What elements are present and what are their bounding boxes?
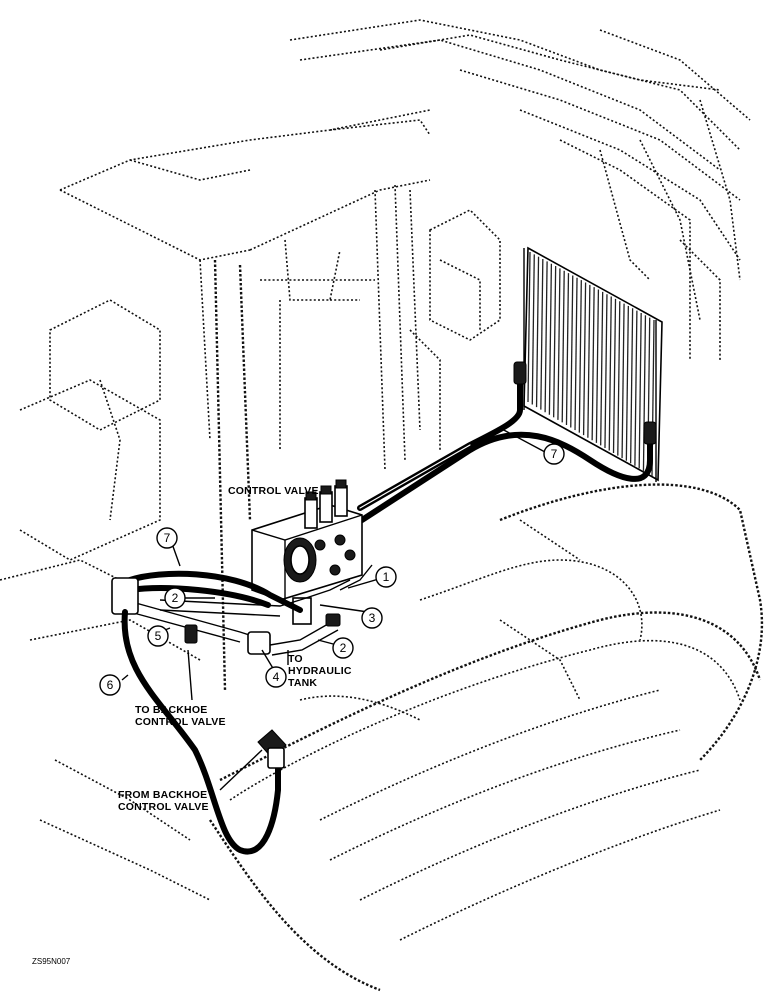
backhoe-hose — [121, 609, 287, 855]
svg-text:5: 5 — [155, 629, 162, 643]
cooler-fin — [587, 284, 591, 438]
svg-text:TANK: TANK — [288, 677, 317, 689]
svg-text:6: 6 — [107, 678, 114, 692]
svg-text:CONTROL VALVE: CONTROL VALVE — [118, 801, 209, 813]
cooler-fin — [608, 296, 612, 451]
svg-text:2: 2 — [340, 641, 347, 655]
oil-cooler — [523, 246, 663, 482]
cooler-fin — [595, 289, 600, 443]
cooler-fin — [612, 298, 617, 454]
cooler-fin — [604, 294, 608, 448]
svg-text:TO BACKHOE: TO BACKHOE — [135, 704, 207, 716]
cooler-fin — [548, 263, 553, 415]
cooler-fin — [629, 308, 634, 464]
figure-code: ZS95N007 — [32, 957, 71, 966]
callout-2-right: 2 — [332, 637, 354, 659]
cooler-fin — [625, 305, 629, 461]
cooler-fin — [617, 301, 621, 456]
cooler-fin — [621, 303, 625, 459]
callout-7-cooler: 7 — [543, 443, 565, 465]
callout-2-left: 2 — [164, 587, 186, 609]
machine-frame-outline — [0, 19, 764, 992]
callout-3: 3 — [361, 607, 383, 629]
cooler-fin — [527, 251, 531, 403]
svg-text:7: 7 — [164, 531, 171, 545]
cooler-fin — [582, 282, 587, 436]
svg-text:7: 7 — [551, 447, 558, 461]
cooler-fin — [544, 261, 548, 413]
svg-text:FROM BACKHOE: FROM BACKHOE — [118, 789, 207, 801]
cooler-fin — [578, 280, 582, 433]
svg-text:TO: TO — [288, 653, 303, 665]
cooler-fin — [600, 291, 604, 446]
manifold-lines — [111, 564, 373, 656]
svg-text:HYDRAULIC: HYDRAULIC — [288, 665, 352, 677]
cooler-fin — [634, 310, 638, 466]
callout-7-left: 7 — [156, 527, 178, 549]
label-to-backhoe-control-valve: TO BACKHOE CONTROL VALVE — [135, 704, 226, 728]
svg-text:CONTROL VALVE: CONTROL VALVE — [135, 716, 226, 728]
cooler-fin — [591, 287, 595, 441]
svg-text:3: 3 — [369, 611, 376, 625]
cooler-fin — [642, 315, 647, 471]
cooler-hoses — [357, 361, 657, 523]
cooler-fin — [553, 266, 557, 418]
cooler-fin — [531, 254, 535, 405]
cooler-fin — [557, 268, 561, 420]
callout-4: 4 — [265, 666, 287, 688]
label-from-backhoe-control-valve: FROM BACKHOE CONTROL VALVE — [118, 789, 209, 813]
cooler-fin — [535, 256, 540, 408]
cooler-fin — [638, 312, 642, 469]
cooler-fin — [570, 275, 574, 428]
svg-text:1: 1 — [383, 570, 390, 584]
cooler-fin — [540, 259, 544, 410]
callout-6: 6 — [99, 674, 121, 696]
svg-text:4: 4 — [273, 670, 280, 684]
label-to-hydraulic-tank: TO HYDRAULIC TANK — [288, 653, 352, 689]
callout-1: 1 — [375, 566, 397, 588]
callout-5: 5 — [147, 625, 169, 647]
control-valve — [251, 479, 363, 625]
label-control-valve: CONTROL VALVE — [228, 485, 319, 497]
cooler-fin — [565, 273, 570, 425]
svg-text:2: 2 — [172, 591, 179, 605]
cooler-fin — [574, 277, 578, 431]
cooler-fin — [561, 270, 565, 423]
